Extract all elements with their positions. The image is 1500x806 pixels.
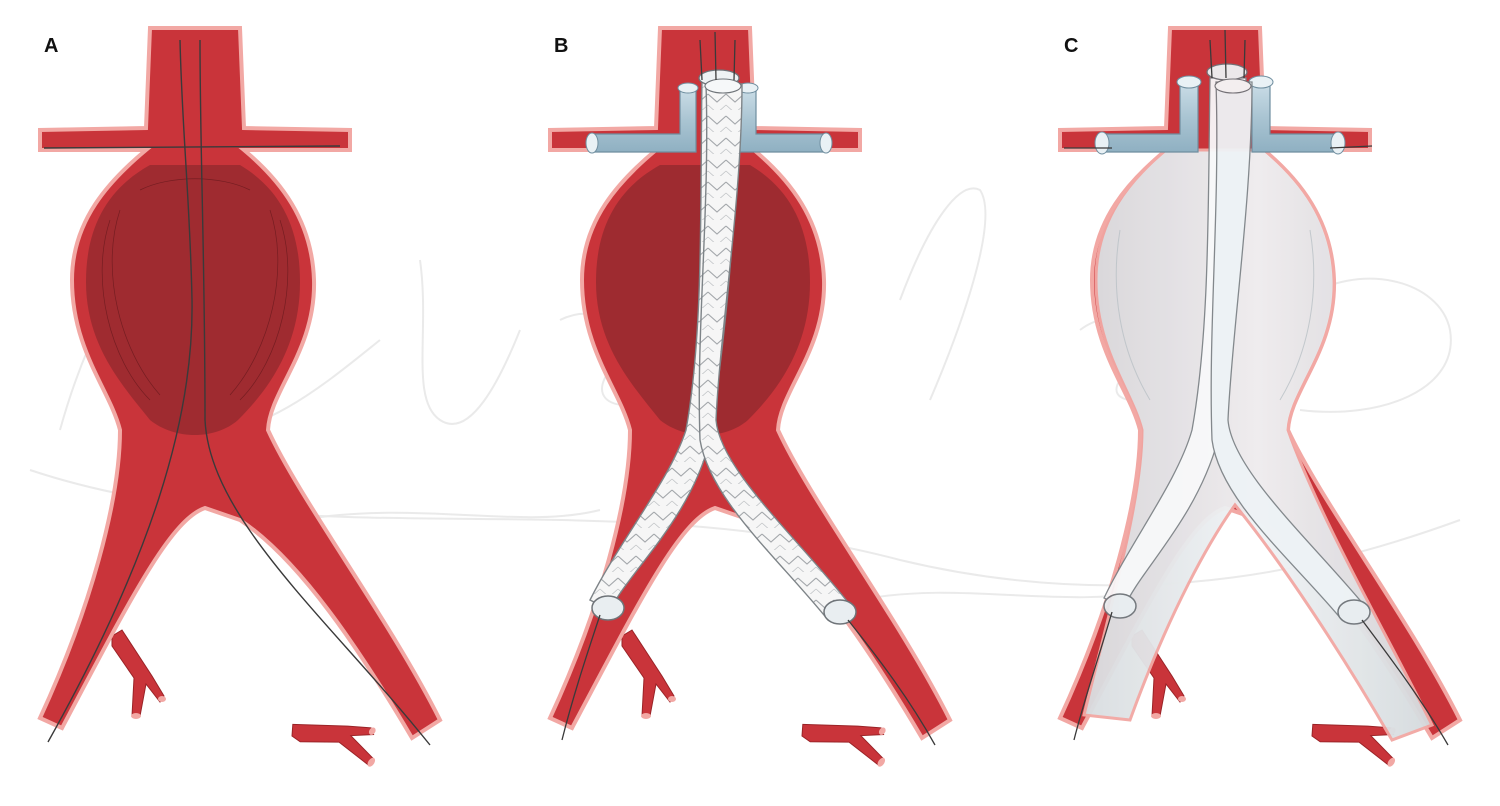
panel-c-excluded-aneurysm: C: [1058, 26, 1462, 785]
stent-graft-limbs: [589, 69, 857, 625]
iliac-branch-right: [796, 687, 902, 785]
panel-label-b: B: [554, 35, 568, 57]
panel-label-c: C: [1064, 35, 1078, 57]
branch-stents: [1094, 75, 1346, 155]
guidewires: [1064, 29, 1449, 746]
panel-b-branched-stent-graft: B: [548, 26, 952, 785]
guidewires: [43, 39, 431, 746]
guidewires: [561, 31, 936, 746]
panel-a-native-aneurysm: A: [38, 26, 442, 785]
excluded-sac: [1082, 148, 1435, 742]
stent-graft-limbs: [1103, 63, 1371, 625]
sac-contour-lines: [1115, 229, 1315, 401]
iliac-branch-left: [621, 629, 677, 720]
panel-label-a: A: [44, 35, 58, 57]
iliac-branch-right: [286, 687, 392, 785]
iliac-branch-left: [111, 629, 167, 720]
sac-thrombus-lines: [101, 178, 289, 401]
